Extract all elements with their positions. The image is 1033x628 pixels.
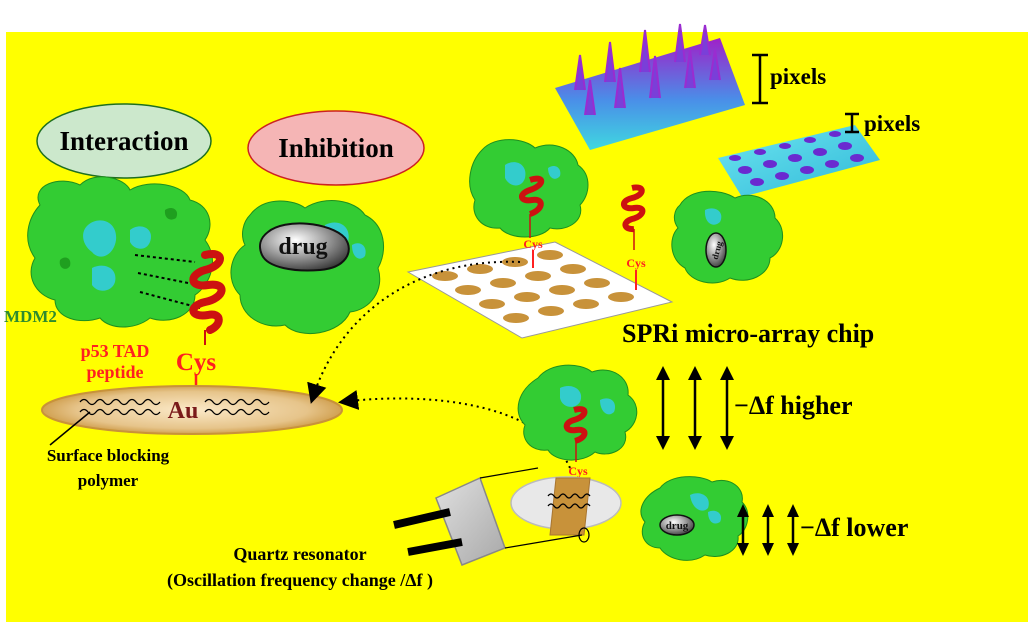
short-double-arrow-icon [737,504,799,556]
pixels-scale-top: pixels [752,53,826,105]
lower-inhibited-protein-icon: drug [640,476,749,561]
chip-to-gold-arrow [307,260,521,404]
au-label: Au [168,398,199,424]
p53-label-line2: peptide [86,362,143,382]
flat-plot-icon [718,125,880,197]
microarray-chip-icon [406,241,674,339]
interaction-label: Interaction [60,126,189,156]
surface-pointer-line [49,411,91,446]
qcm-bound-protein-icon [517,364,638,462]
pixels-label-bottom: pixels [864,111,920,136]
pixels-scale-bottom: pixels [845,111,920,136]
chip-bound-protein-icon [469,139,589,238]
drug-label-large: drug [278,234,327,260]
inhibition-badge: Inhibition [247,110,425,186]
df-lower-label: −Δf lower [800,513,908,542]
interaction-badge: Interaction [36,103,212,179]
alpha-helix-icon [189,250,226,345]
surface-label-line1: Surface blocking [47,446,170,465]
cys-label-qcm: Cys [568,464,588,478]
drug-molecule-icon: drug [259,222,350,272]
quartz-label-line2: (Oscillation frequency change /Δf ) [167,570,433,591]
free-helix-icon [621,184,646,250]
p53-label-line1: p53 TAD [81,341,150,361]
pixels-label-top: pixels [770,64,826,89]
double-arrow-icon [656,366,734,450]
drug-label-chip: drug [710,240,725,261]
mdm2-label: MDM2 [4,307,57,326]
cys-label-chip2: Cys [626,256,646,270]
drug-label-small: drug [666,520,689,532]
mdm2-protein-icon [27,176,213,328]
cys-label-chip1: Cys [523,237,543,251]
spri-chip-label: SPRi micro-array chip [622,319,874,348]
surface-label-line2: polymer [78,471,139,490]
gold-surface-icon: Au [41,385,343,435]
inhibition-label: Inhibition [278,133,394,163]
cys-label-large: Cys [176,349,217,376]
quartz-resonator-icon [393,467,622,566]
df-higher-label: −Δf higher [734,391,853,420]
surface-plot-icon [555,23,745,150]
quartz-label-line1: Quartz resonator [233,544,366,564]
binding-lines [134,254,201,309]
chip-inhibited-protein-icon: drug [671,190,784,284]
